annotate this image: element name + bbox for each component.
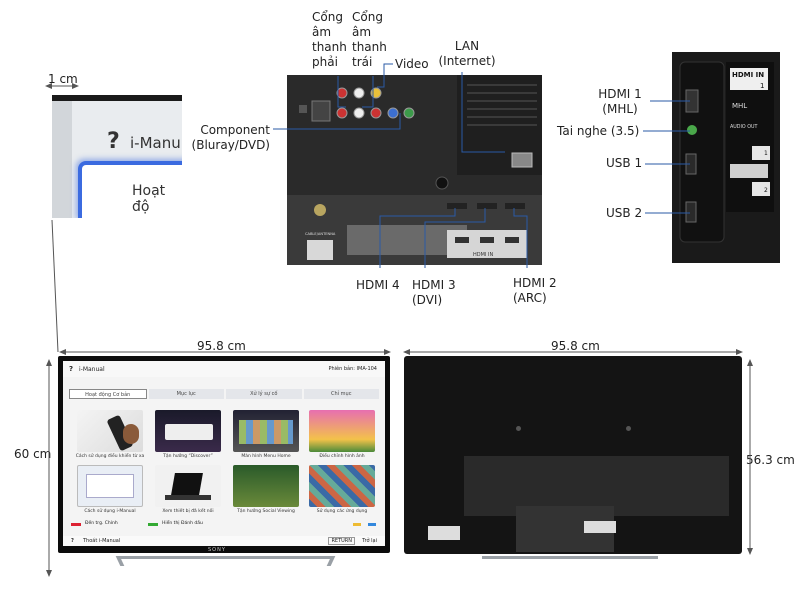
- imanual-version: Phiên bản: IMA-104: [328, 366, 377, 372]
- tile-devices-caption: Xem thiết bị đã kết nối: [162, 509, 214, 514]
- rear-tv: [404, 356, 742, 554]
- hdmi2-label: HDMI 2 (ARC): [513, 276, 557, 305]
- rear-hdmi-logo: HDMI IN: [473, 252, 493, 258]
- right-audio-label: Cổng âm thanh phải: [312, 10, 347, 69]
- side-connector-photo: HDMI IN 1 MHL AUDIO OUT 1 2: [672, 52, 780, 263]
- zoom-highlight-panel: [78, 161, 182, 218]
- imanual-tabs: Hoạt động Cơ bản Mục lục Xử lý sự cố Chỉ…: [69, 389, 379, 399]
- rear-connector-photo: HDMI IN CABLE/ANTENNA: [287, 75, 542, 265]
- component-label: Component (Bluray/DVD): [191, 123, 270, 152]
- tab-contents[interactable]: Mục lục: [148, 389, 224, 399]
- imanual-header: ? i-Manual Phiên bản: IMA-104: [63, 361, 385, 377]
- yellow-key-icon: [353, 523, 361, 526]
- tile-imanual-caption: Cách sử dụng i-Manual: [84, 509, 136, 514]
- left-audio-label: Cổng âm thanh trái: [352, 10, 387, 69]
- tile-social[interactable]: [233, 465, 299, 507]
- tile-picture[interactable]: [309, 410, 375, 452]
- front-stand: [118, 556, 333, 559]
- tile-home-menu[interactable]: [233, 410, 299, 452]
- tab-troubleshoot[interactable]: Xử lý sự cố: [226, 389, 302, 399]
- rear-width-label: 95.8 cm: [551, 339, 600, 353]
- side-mhl-text: MHL: [732, 102, 747, 110]
- tile-home-menu-caption: Màn hình Menu Home: [241, 454, 291, 459]
- footer-help-icon: ?: [71, 538, 74, 544]
- side-connector-drawing: HDMI IN 1 MHL AUDIO OUT 1 2: [672, 52, 780, 263]
- green-key-label: Hiển thị Đánh dấu: [162, 521, 203, 526]
- tile-remote-caption: Cách sử dụng điều khiển từ xa: [75, 454, 145, 459]
- tab-basic[interactable]: Hoạt động Cơ bản: [69, 389, 147, 399]
- tile-picture-caption: Điều chỉnh hình ảnh: [319, 454, 365, 459]
- front-tv-screen: ? i-Manual Phiên bản: IMA-104 Hoạt động …: [63, 361, 385, 546]
- hdmi1-label: HDMI 1 (MHL): [598, 87, 642, 116]
- tile-apps-caption: Sử dụng các ứng dụng: [316, 509, 368, 514]
- imanual-title: i-Manual: [79, 366, 105, 373]
- depth-dimension-label: 1 cm: [48, 72, 78, 86]
- sony-logo: SONY: [208, 547, 226, 553]
- front-tv: ? i-Manual Phiên bản: IMA-104 Hoạt động …: [58, 356, 390, 553]
- video-label: Video: [395, 57, 429, 71]
- red-key-icon: [71, 523, 81, 526]
- tile-discover-caption: Tận hưởng “Discover”: [163, 454, 213, 459]
- zoom-item-text: Hoạt độ: [132, 183, 166, 215]
- bezel-frame: [52, 101, 72, 218]
- side-audio-out-text: AUDIO OUT: [730, 124, 757, 130]
- back-label: Trở lại: [362, 538, 377, 544]
- zoom-title-text: i-Manu: [130, 134, 181, 152]
- cable-antenna-text: CABLE/ANTENNA: [305, 232, 336, 236]
- tile-remote[interactable]: [77, 410, 143, 452]
- side-port-one-text: 1: [760, 82, 764, 90]
- front-height-label: 60 cm: [14, 447, 52, 461]
- usb1-label: USB 1: [606, 156, 643, 170]
- lan-label: LAN (Internet): [438, 39, 496, 68]
- rear-mount-hole: [626, 426, 631, 431]
- rear-connector-drawing: HDMI IN CABLE/ANTENNA: [287, 75, 542, 265]
- rear-label-sticker: [584, 521, 616, 533]
- side-hdmi-in-text: HDMI IN: [732, 71, 764, 79]
- blue-key-icon: [368, 523, 376, 526]
- side-usb-two-text: 2: [764, 187, 768, 194]
- bezel-zoom-inset: ? i-Manu Hoạt độ: [52, 95, 182, 218]
- tile-devices[interactable]: [155, 465, 221, 507]
- tile-imanual[interactable]: [77, 465, 143, 507]
- side-usb-one-text: 1: [764, 150, 768, 157]
- help-icon: ?: [69, 365, 74, 373]
- hdmi4-label: HDMI 4: [356, 278, 400, 292]
- green-key-icon: [148, 523, 158, 526]
- imanual-footer: ? Thoát i-Manual RETURN Trở lại: [63, 536, 385, 546]
- tile-discover[interactable]: [155, 410, 221, 452]
- return-key: RETURN: [328, 537, 355, 545]
- tile-apps[interactable]: [309, 465, 375, 507]
- red-key-label: Đến trg. Chính: [85, 521, 118, 526]
- front-width-label: 95.8 cm: [197, 339, 246, 353]
- footer-exit-label: Thoát i-Manual: [83, 538, 121, 544]
- usb2-label: USB 2: [606, 206, 643, 220]
- rear-spec-sticker: [428, 526, 460, 540]
- hdmi3-label: HDMI 3 (DVI): [412, 278, 456, 307]
- tab-index[interactable]: Chỉ mục: [303, 389, 379, 399]
- headphone-label: Tai nghe (3.5): [557, 124, 640, 138]
- rear-height-label: 56.3 cm: [746, 453, 795, 467]
- rear-stand: [482, 556, 658, 559]
- help-question-icon: ?: [107, 129, 120, 154]
- tile-social-caption: Tận hưởng Social Viewing: [237, 509, 295, 514]
- zoom-pointer-line: [51, 219, 59, 353]
- rear-mount-hole: [516, 426, 521, 431]
